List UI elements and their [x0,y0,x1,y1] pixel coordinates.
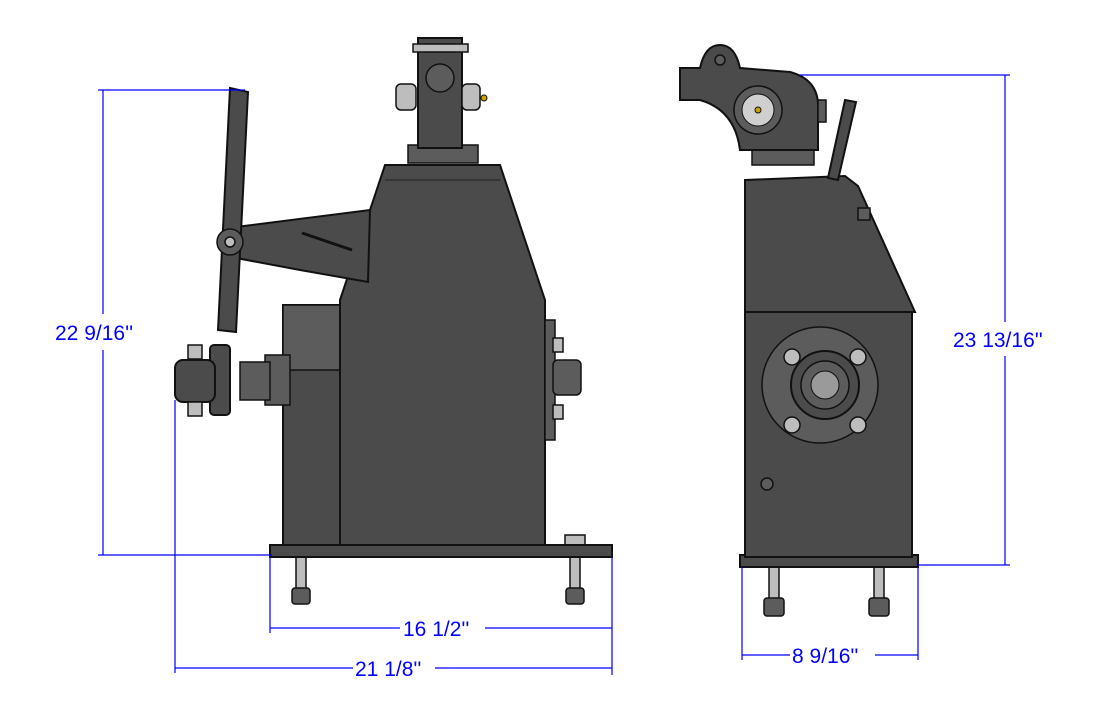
front-view [174,37,613,605]
side-lever [826,98,858,182]
dimensions: 22 9/16'' 16 1/2'' 21 1/8'' 23 13/16'' 8… [55,74,1043,681]
front-lever [216,86,250,334]
front-top-fork [395,37,488,164]
front-height-dimension: 22 9/16'' [55,322,133,345]
front-right-bolts [544,319,582,441]
front-shaft-hub [174,344,291,417]
front-overall-width-dimension: 21 1/8'' [355,658,421,681]
side-height-dimension: 23 13/16'' [953,329,1043,352]
side-base-width-dimension: 8 9/16'' [792,645,858,668]
front-foot-bolt-left [291,556,311,605]
front-base-width-dimension: 16 1/2'' [403,618,469,641]
front-foot-bolt-right [564,534,586,605]
side-upper-housing [744,174,917,313]
side-flange [760,326,879,491]
side-head [679,43,827,166]
front-arm [226,208,372,284]
front-base-plate [269,544,613,558]
side-view [679,43,919,617]
front-main-housing [339,164,546,546]
